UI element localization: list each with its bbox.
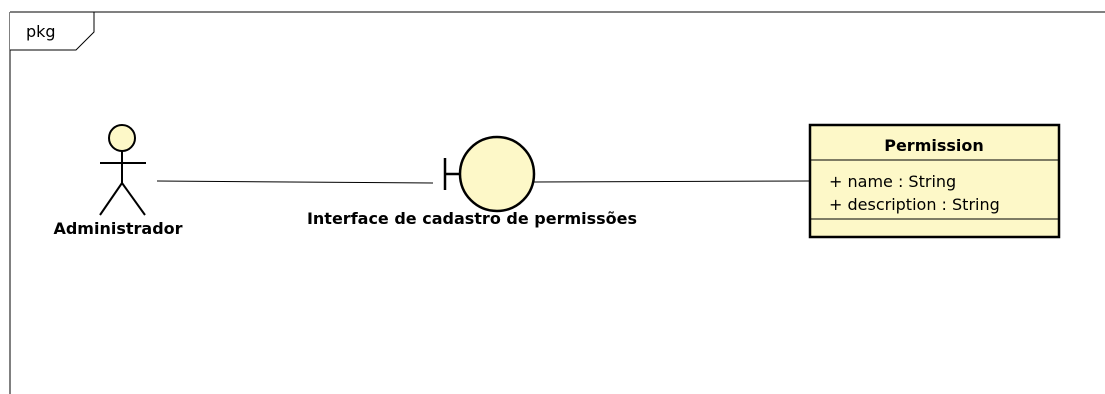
class-attribute: + name : String <box>829 172 956 191</box>
class-permission[interactable]: Permission + name : String + description… <box>808 123 1061 239</box>
class-box <box>808 123 1061 239</box>
boundary-interface[interactable]: Interface de cadastro de permissões <box>307 135 637 228</box>
class-name: Permission <box>884 136 984 155</box>
package-tag-label: pkg <box>26 22 56 41</box>
boundary-name: Interface de cadastro de permissões <box>307 209 637 228</box>
actor-administrador[interactable]: Administrador <box>53 124 183 238</box>
boundary-circle <box>458 135 536 213</box>
package-frame: pkg <box>9 11 1105 394</box>
association-boundary-class[interactable] <box>532 180 811 183</box>
actor-name: Administrador <box>53 219 182 238</box>
association-actor-boundary[interactable] <box>156 180 434 184</box>
actor-head <box>108 124 136 152</box>
class-attribute: + description : String <box>829 195 1000 214</box>
package-tab <box>10 11 95 51</box>
actor-left-leg <box>99 182 123 216</box>
actor-right-leg <box>121 182 146 216</box>
